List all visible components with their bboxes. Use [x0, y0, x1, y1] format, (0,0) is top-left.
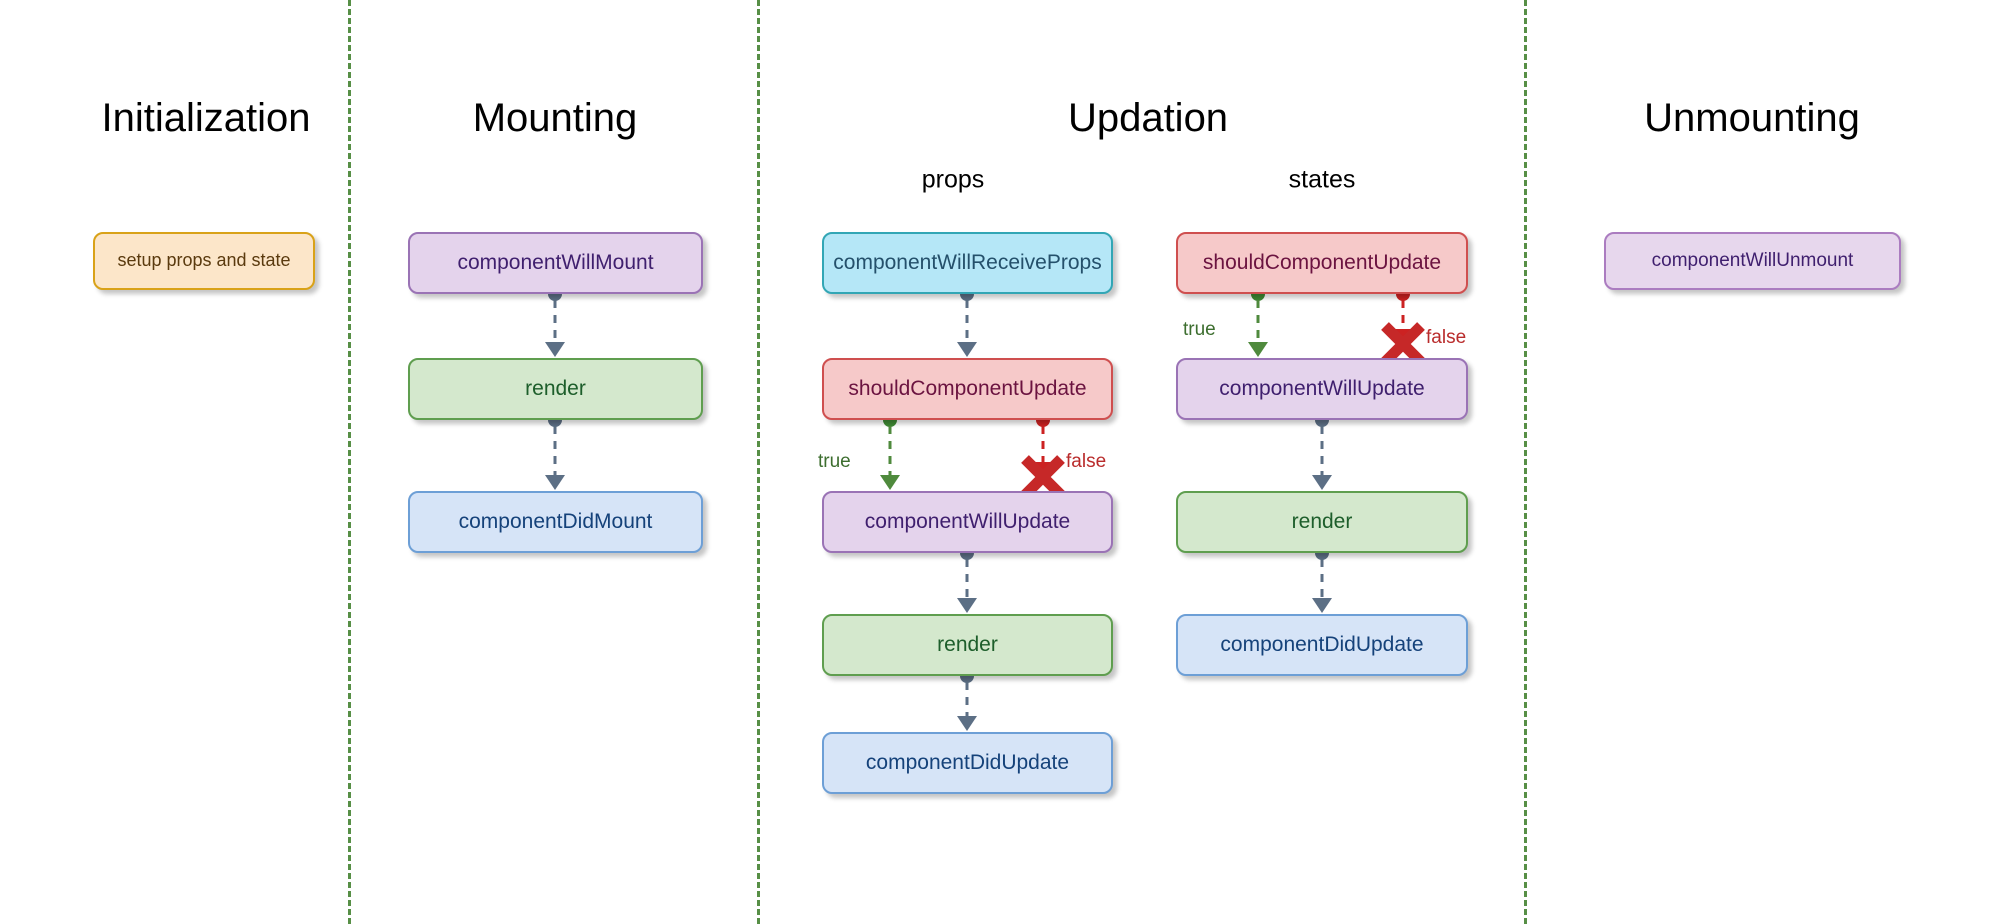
props-true-label: true	[818, 451, 851, 472]
node-mount-component-did-mount[interactable]: componentDidMount	[408, 491, 703, 553]
node-states-should-component-update[interactable]: shouldComponentUpdate	[1176, 232, 1468, 294]
divider-3	[1524, 0, 1527, 924]
divider-2	[757, 0, 760, 924]
conn-props-render-cdu	[957, 669, 977, 731]
conn-props-cwu-render	[957, 546, 977, 613]
node-mount-render[interactable]: render	[408, 358, 703, 420]
section-title-initialization: Initialization	[101, 96, 311, 140]
conn-states-scu-true-cwu	[1248, 287, 1268, 357]
section-title-mounting: Mounting	[472, 96, 638, 140]
conn-states-cwu-render	[1312, 413, 1332, 490]
divider-1	[348, 0, 351, 924]
conn-states-render-cdu	[1312, 546, 1332, 613]
conn-mount-willmount-render	[545, 287, 565, 357]
section-title-unmounting: Unmounting	[1644, 96, 1860, 140]
section-title-updation: Updation	[1067, 96, 1229, 140]
node-setup-props-and-state[interactable]: setup props and state	[93, 232, 315, 290]
conn-states-scu-false-stop	[1381, 287, 1425, 366]
stop-cross-icon	[1021, 455, 1065, 499]
conn-props-scu-false-stop	[1021, 413, 1065, 499]
subsection-title-props: props	[921, 165, 985, 194]
props-false-label: false	[1066, 451, 1107, 472]
states-false-label: false	[1426, 327, 1467, 348]
subsection-title-states: states	[1288, 165, 1356, 194]
node-mount-component-will-mount[interactable]: componentWillMount	[408, 232, 703, 294]
node-props-should-component-update[interactable]: shouldComponentUpdate	[822, 358, 1113, 420]
conn-props-scu-true-cwu	[880, 413, 900, 490]
conn-mount-render-didmount	[545, 413, 565, 490]
node-props-render[interactable]: render	[822, 614, 1113, 676]
node-props-component-did-update[interactable]: componentDidUpdate	[822, 732, 1113, 794]
conn-props-cwrp-scu	[957, 287, 977, 357]
node-props-component-will-update[interactable]: componentWillUpdate	[822, 491, 1113, 553]
node-props-component-will-receive-props[interactable]: componentWillReceiveProps	[822, 232, 1113, 294]
node-states-render[interactable]: render	[1176, 491, 1468, 553]
stop-cross-icon	[1381, 322, 1425, 366]
node-unmount-component-will-unmount[interactable]: componentWillUnmount	[1604, 232, 1901, 290]
node-states-component-will-update[interactable]: componentWillUpdate	[1176, 358, 1468, 420]
node-states-component-did-update[interactable]: componentDidUpdate	[1176, 614, 1468, 676]
states-true-label: true	[1183, 319, 1216, 340]
